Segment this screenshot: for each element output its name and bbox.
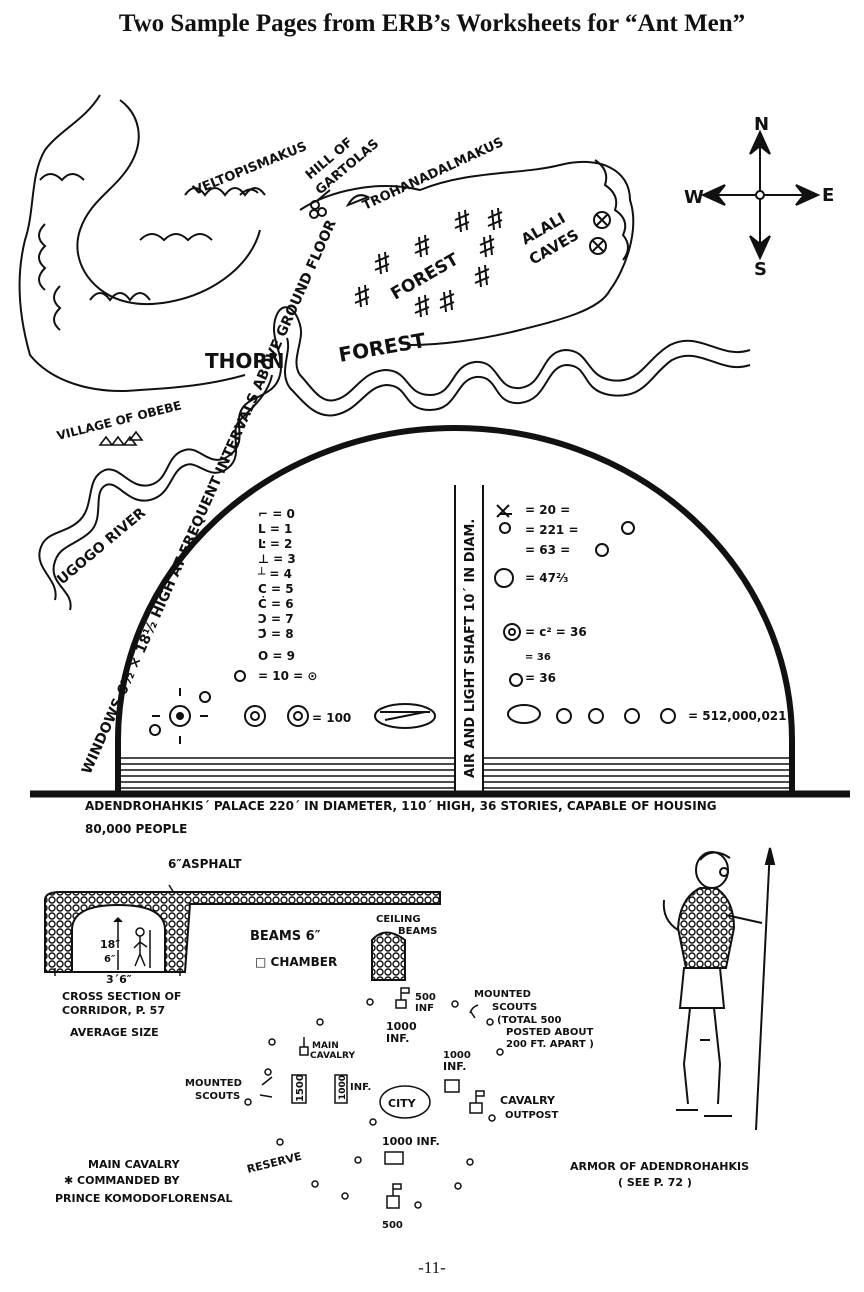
battle-plan: 500 INF MOUNTED SCOUTS (TOTAL 500 POSTED… bbox=[55, 987, 594, 1231]
big-number: = 512,000,021 bbox=[688, 709, 787, 723]
palace-caption-2: 80,000 PEOPLE bbox=[85, 822, 187, 836]
box-1500: 1500 bbox=[295, 1074, 306, 1102]
numeral-8: Ↄ̇ = 8 bbox=[258, 627, 294, 641]
calc-symbols bbox=[494, 504, 676, 724]
height-18: 18″ bbox=[100, 938, 120, 951]
numeral-0: ⌐ = 0 bbox=[258, 507, 295, 521]
numeral-4: ┴ = 4 bbox=[257, 566, 292, 581]
beams-label: BEAMS 6″ bbox=[250, 929, 321, 944]
calc-1: = 20 = bbox=[525, 503, 570, 517]
armor-caption-2: ( SEE P. 72 ) bbox=[618, 1176, 692, 1189]
bottom-500: 500 bbox=[382, 1220, 403, 1231]
hill-marker-icon bbox=[239, 188, 371, 219]
mounted-scouts-2: SCOUTS bbox=[195, 1091, 240, 1102]
reserve-label: RESERVE bbox=[246, 1150, 303, 1176]
armor-caption-1: ARMOR OF ADENDROHAHKIS bbox=[570, 1160, 749, 1173]
inf-1000-a: 1000 bbox=[386, 1020, 417, 1033]
compass-n: N bbox=[754, 114, 769, 135]
numeral-9: O = 9 bbox=[258, 649, 295, 663]
ceiling-beams-label: BEAMS bbox=[398, 926, 437, 937]
legend-1: MAIN CAVALRY bbox=[88, 1158, 181, 1171]
compass-w: W bbox=[684, 187, 704, 208]
calculations: = 20 = = 221 = = 63 = = 47⅔ = c² = 36 = … bbox=[525, 503, 587, 685]
numeral-7: Ↄ = 7 bbox=[258, 612, 294, 626]
total-1: (TOTAL 500 bbox=[497, 1015, 561, 1026]
numeral-6: Ċ = 6 bbox=[258, 596, 294, 611]
numeral-5: C = 5 bbox=[258, 582, 294, 596]
calc-3: = 63 = bbox=[525, 543, 570, 557]
compass-e: E bbox=[822, 185, 834, 206]
person-icon bbox=[133, 927, 151, 968]
corridor-caption-2: CORRIDOR, P. 57 bbox=[62, 1004, 165, 1017]
outpost-label: OUTPOST bbox=[505, 1110, 558, 1121]
inf-500-label: INF bbox=[415, 1003, 434, 1014]
total-2: POSTED ABOUT bbox=[506, 1027, 593, 1038]
scouts-label: SCOUTS bbox=[492, 1002, 537, 1013]
inf-1000-b: 1000 bbox=[443, 1050, 471, 1061]
inf-1000-c: 1000 INF. bbox=[382, 1135, 440, 1148]
armor-figure bbox=[662, 847, 776, 1131]
calc-6: = 36 bbox=[525, 652, 551, 663]
corridor-diagram: 6″ASPHALT BEAMS 6″ CEILING BEAMS □ CHAMB… bbox=[44, 857, 441, 1039]
cavalry-label: CAVALRY bbox=[500, 1094, 556, 1107]
mounted-scouts-1: MOUNTED bbox=[185, 1078, 242, 1089]
village-icon bbox=[98, 430, 144, 446]
label-village-of-obebe: VILLAGE OF OBEBE bbox=[55, 398, 183, 443]
label-thorn-forest: FOREST bbox=[337, 328, 428, 367]
numeral-symbols bbox=[149, 670, 436, 744]
page-number: -11- bbox=[418, 1258, 446, 1277]
compass bbox=[700, 129, 821, 261]
height-6: 6″ bbox=[104, 954, 116, 965]
box-1000: 1000 bbox=[338, 1075, 348, 1100]
formation-symbols bbox=[244, 987, 504, 1209]
calc-7: = 36 bbox=[525, 671, 556, 685]
city-label: CITY bbox=[388, 1097, 417, 1110]
palace-diagram: WINDOWS 6½ × 18½ HIGH AT FREQUENT INTERV… bbox=[30, 217, 850, 836]
corridor-caption-1: CROSS SECTION OF bbox=[62, 990, 181, 1003]
hill-outline bbox=[18, 94, 246, 392]
palace-dome bbox=[115, 425, 795, 792]
label-thorn: THORN bbox=[205, 349, 285, 373]
corridor-caption-3: AVERAGE SIZE bbox=[70, 1026, 159, 1039]
inf-1000-a-label: INF. bbox=[386, 1032, 409, 1045]
arc-windows-text: WINDOWS 6½ × 18½ HIGH AT FREQUENT INTERV… bbox=[79, 217, 340, 776]
caves-icon bbox=[589, 211, 611, 255]
main-cavalry-1: MAIN bbox=[312, 1041, 339, 1051]
calc-4: = 47⅔ bbox=[525, 571, 568, 585]
chamber-label: □ CHAMBER bbox=[255, 955, 337, 969]
palace-caption-1: ADENDROHAHKIS´ PALACE 220´ IN DIAMETER, … bbox=[85, 799, 717, 813]
dimension-lines bbox=[54, 884, 181, 976]
inf-500: 500 bbox=[415, 992, 436, 1003]
width-label: 3´6″ bbox=[106, 973, 132, 986]
numeral-3: ⊥ = 3 bbox=[258, 552, 296, 566]
numeral-list: ⌐ = 0 L = 1 Ŀ = 2 ⊥ = 3 ┴ = 4 C = 5 Ċ = … bbox=[257, 507, 317, 683]
mounted-label: MOUNTED bbox=[474, 989, 531, 1000]
legend-2: ✱ COMMANDED BY bbox=[64, 1174, 180, 1187]
air-shaft-text: AIR AND LIGHT SHAFT 10´ IN DIAM. bbox=[463, 519, 478, 778]
inf-label: INF. bbox=[350, 1082, 371, 1093]
map: N S E W VELTOPISMAKUS HILL OF GARTOLAS T… bbox=[18, 94, 834, 611]
forest-trees bbox=[354, 207, 503, 318]
asphalt-label: 6″ASPHALT bbox=[168, 857, 242, 871]
numeral-1: L = 1 bbox=[258, 522, 292, 536]
compass-s: S bbox=[754, 259, 767, 280]
ceiling-label: CEILING bbox=[376, 914, 421, 925]
ugogo-river bbox=[38, 306, 751, 601]
inf-1000-b-label: INF. bbox=[443, 1060, 466, 1073]
total-3: 200 FT. APART ) bbox=[506, 1039, 594, 1050]
numeral-10: = 10 = ⊙ bbox=[258, 669, 317, 683]
numeral-2: Ŀ = 2 bbox=[258, 537, 292, 551]
calc-2: = 221 = bbox=[525, 523, 579, 537]
calc-5: = c² = 36 bbox=[525, 625, 587, 639]
main-cavalry-2: CAVALRY bbox=[310, 1051, 355, 1061]
page-title: Two Sample Pages from ERB’s Worksheets f… bbox=[118, 10, 746, 37]
hundred-text: = 100 bbox=[312, 711, 351, 725]
legend-3: PRINCE KOMODOFLORENSAL bbox=[55, 1192, 233, 1205]
